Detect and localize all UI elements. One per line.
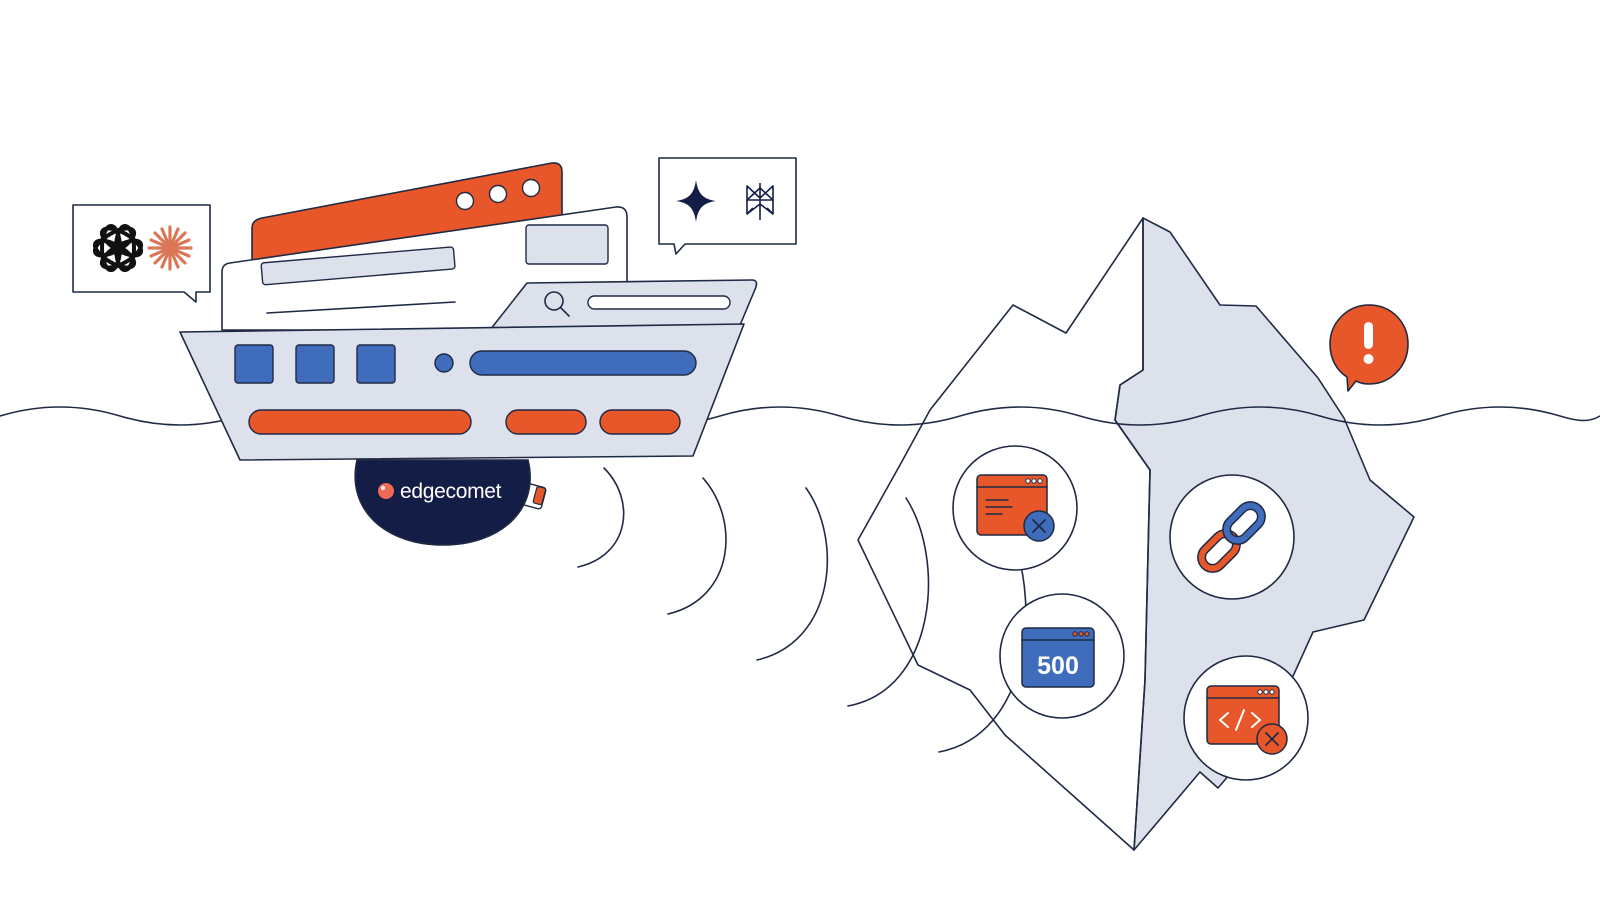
window-dot [455,191,475,211]
search-icon [544,291,570,317]
ai-bubble-left [72,204,211,303]
broken-code-icon [1183,655,1309,781]
logo-dot-highlight [380,485,386,491]
window-dot [521,178,541,198]
search-input-bar [587,295,731,310]
hull-orange-stripe [505,409,587,435]
alert-bar [1364,322,1373,349]
window-dot [488,184,508,204]
hull-window [234,344,274,384]
server-error-500-icon: 500 [999,593,1125,719]
hull-window [295,344,335,384]
iceberg [857,217,1415,851]
broken-link-icon [1169,474,1295,600]
ship: edgecomet [179,162,758,546]
edgecomet-logo-dot [378,483,394,499]
page-underline [266,301,456,314]
hull-window [356,344,396,384]
page-image-placeholder [525,224,609,265]
page-text-bar [260,246,456,286]
dome-nozzle-tip [532,486,547,506]
ai-bubble-right [658,157,797,255]
gemini-sparkle-icon [676,180,716,222]
edgecomet-dome: edgecomet [354,459,547,546]
hull-orange-stripe [248,409,472,435]
hull-orange-stripe [599,409,681,435]
alert-exclamation-icon [1329,304,1409,392]
edgecomet-logo-text: edgecomet [400,480,502,503]
iceberg-left-outline [857,217,1144,851]
broken-page-icon [952,445,1078,571]
hull-porthole [434,353,454,373]
hull-blue-stripe [469,350,697,376]
alert-dot [1363,354,1374,364]
openai-logo-icon [92,224,144,272]
dome-body [354,459,531,546]
error-500-label: 500 [1037,652,1079,680]
perplexity-logo-icon [746,183,774,220]
bubble-right-outline [658,157,797,255]
claude-sunburst-icon [147,225,193,271]
iceberg-ridge-line [1114,217,1151,851]
